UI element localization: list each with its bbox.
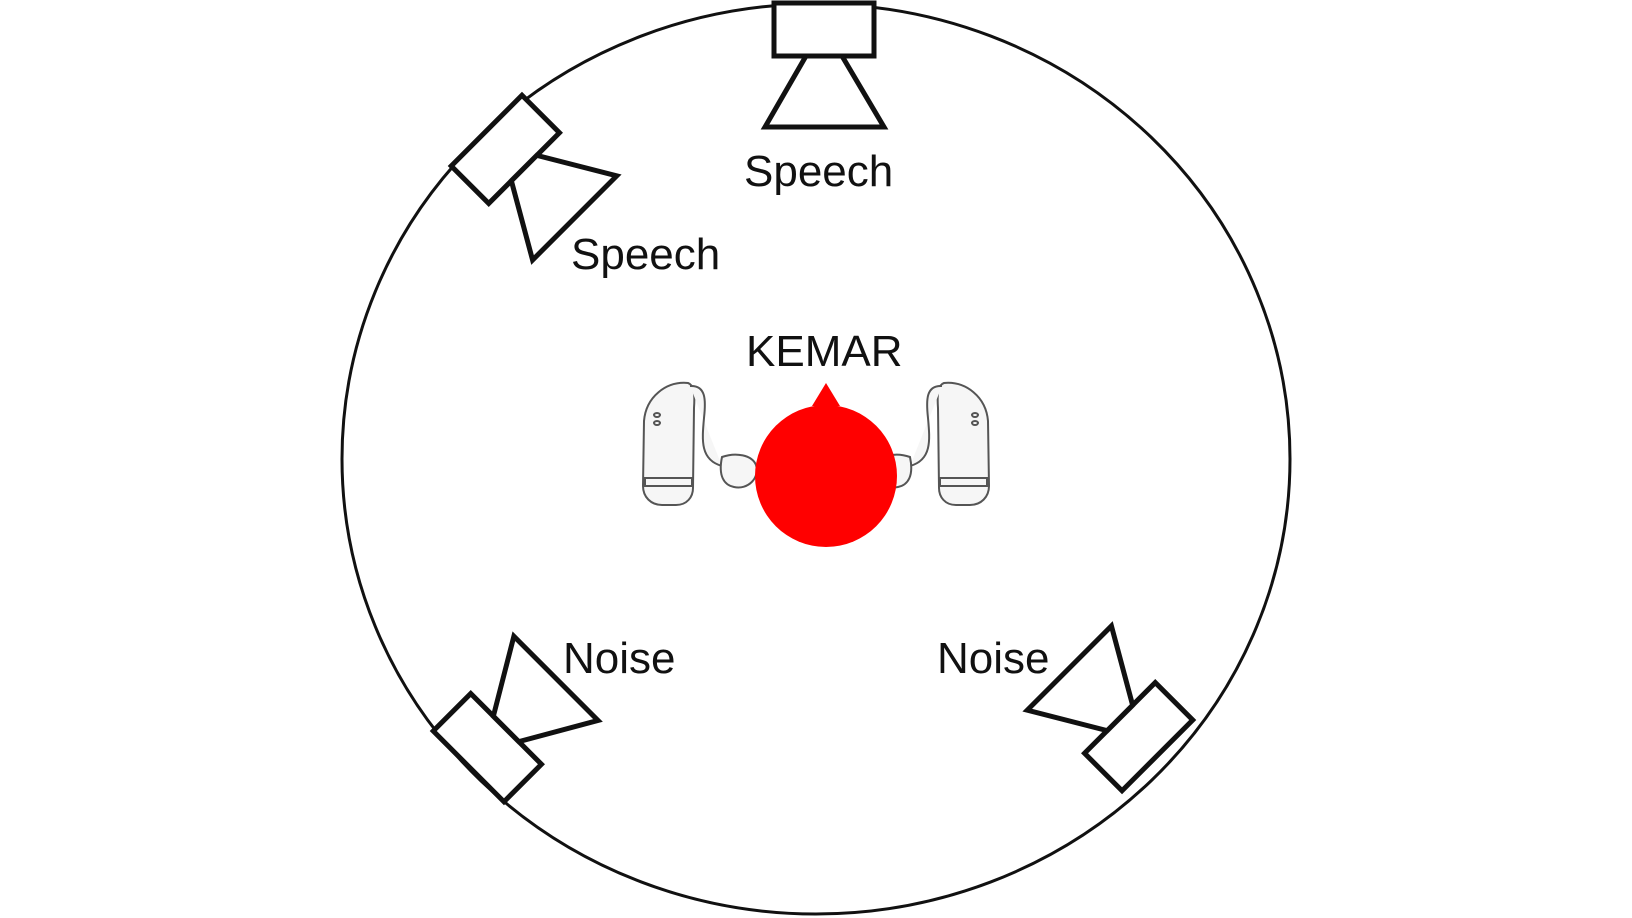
loudspeaker-icon-noise-right (1022, 621, 1197, 795)
head-icon (755, 383, 897, 547)
label-noise-right: Noise (937, 634, 1050, 683)
loudspeaker-icon-speech-upper-left (447, 91, 622, 265)
label-speech-upper-left: Speech (571, 230, 720, 279)
label-noise-left: Noise (563, 634, 676, 683)
label-speech-top: Speech (744, 147, 893, 196)
loudspeaker-icon-speech-top (760, 0, 889, 130)
hearing-aid-icon-left (641, 381, 758, 506)
loudspeaker-icon-noise-left (429, 631, 603, 806)
label-kemar: KEMAR (746, 327, 902, 376)
